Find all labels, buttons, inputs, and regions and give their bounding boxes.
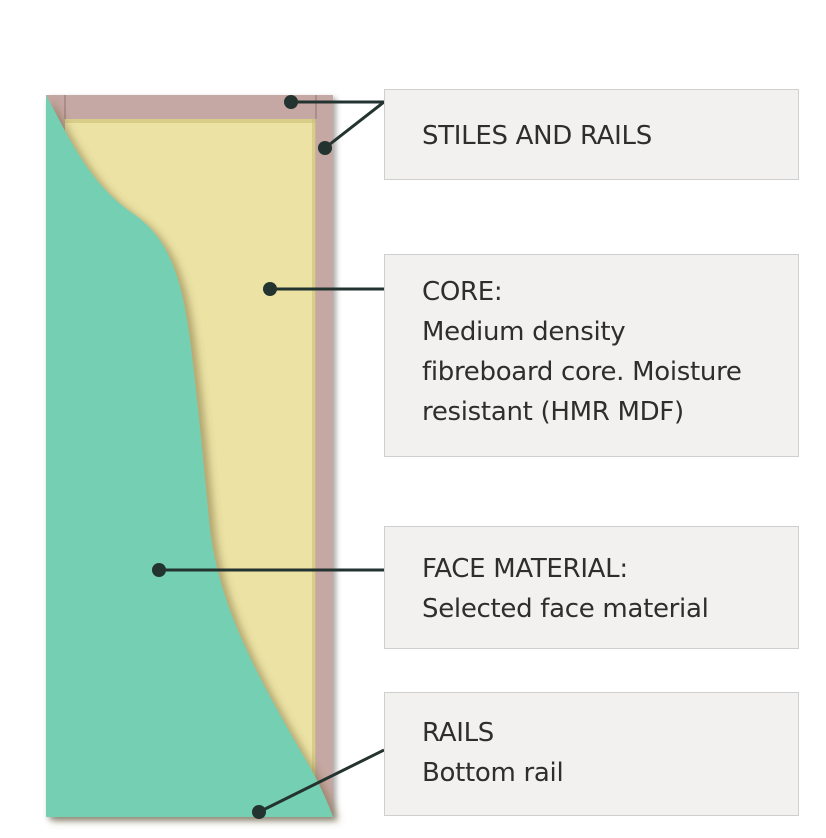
core-description-line-3: resistant (HMR MDF) [422,397,684,427]
leader-dot-face-material [152,563,166,577]
rails-label-box: RAILS Bottom rail [384,692,799,816]
leader-dot-stile [318,141,332,155]
leader-dot-top-rail [284,95,298,109]
rails-description: Bottom rail [422,758,564,788]
leader-dot-bottom-rail [252,805,266,819]
leader-stiles-and-rails [284,95,385,155]
leader-dot-core [263,282,277,296]
stiles-and-rails-label-box: STILES AND RAILS [384,89,799,180]
face-material-label-box: FACE MATERIAL: Selected face material [384,526,799,649]
face-material-title: FACE MATERIAL: [422,554,628,584]
core-top-shadow [65,119,315,123]
leader-face-material [152,563,384,577]
face-material-panel [46,95,333,817]
core-label-box: CORE: Medium density fibreboard core. Mo… [384,254,799,457]
core-description-line-1: Medium density [422,317,626,347]
rails-title: RAILS [422,718,494,748]
core-right-shadow [312,119,316,783]
core-description-line-2: fibreboard core. Moisture [422,357,742,387]
core-title: CORE: [422,277,503,307]
leader-rails [252,748,385,819]
leader-core [263,282,384,296]
face-material-description: Selected face material [422,594,709,624]
stiles-and-rails-title: STILES AND RAILS [422,121,652,151]
